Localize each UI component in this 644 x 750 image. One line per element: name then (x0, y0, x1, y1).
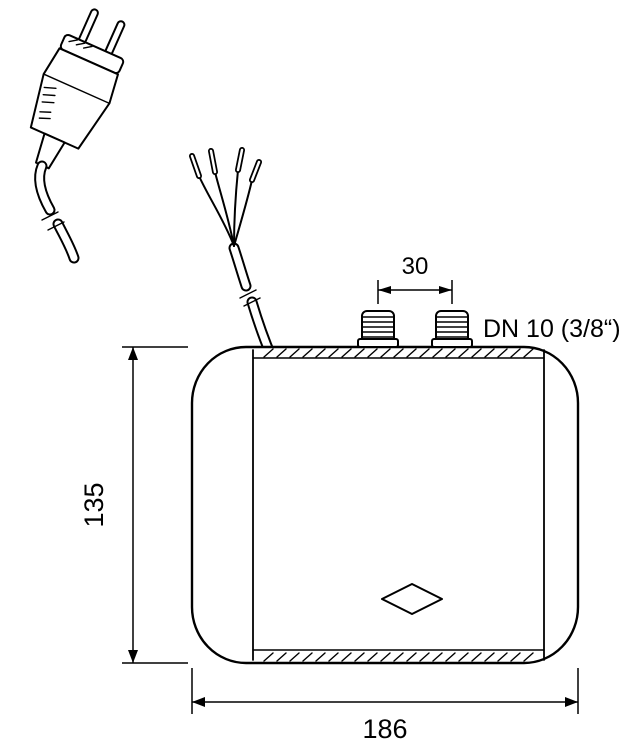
pipe-connection-left (357, 310, 399, 348)
cable-break-marks (239, 289, 261, 307)
pipe-left-flange (357, 338, 399, 348)
plug-pin-right (104, 20, 126, 56)
heater-outline (190, 345, 580, 665)
plug-seam-line (42, 73, 111, 105)
vent-band-bottom (252, 649, 545, 662)
plug-power-cable (34, 160, 80, 264)
pipe-spacing-extension-lines (377, 280, 453, 304)
width-arrow-right (565, 697, 578, 707)
plug-cable-segment-upper-core (36, 162, 54, 214)
wire-2-bare-end-core (209, 149, 217, 174)
wire-3-bare-end-core (236, 148, 244, 172)
wire-1 (198, 175, 235, 247)
pipe-spacing-arrow-right (439, 286, 452, 294)
height-arrow-top (128, 347, 138, 360)
plug-cable-boot (34, 132, 66, 170)
pipe-spacing-arrow-left (378, 286, 391, 294)
plug-pin-left (78, 8, 99, 44)
dim-label-width: 186 (362, 714, 407, 744)
dim-label-height: 135 (79, 482, 109, 527)
cable-sheath-upper-core (230, 244, 250, 290)
pipe-connection-right (431, 310, 473, 348)
wire-1-bare-end-core (190, 154, 201, 178)
width-extension-lines (191, 668, 579, 714)
stripped-connection-cable (189, 147, 278, 364)
wire-2 (214, 171, 235, 247)
plug-cable-break-marks (41, 211, 65, 231)
dimension-width: 186 (191, 668, 579, 744)
plug-face-hatching (68, 39, 93, 49)
pipe-right-flange (431, 338, 473, 348)
dimension-height: 135 (79, 346, 188, 664)
plug-cable-segment-lower-core (54, 220, 78, 262)
wire-4 (233, 179, 253, 247)
vent-slots-bottom (263, 652, 534, 662)
wire-3 (233, 169, 239, 247)
connection-size-label: DN 10 (3/8“) (483, 315, 621, 343)
power-plug (29, 8, 126, 170)
heater-body (190, 345, 580, 665)
dimension-pipe-spacing: 30 (377, 253, 453, 304)
wire-4-bare-end-core (250, 160, 261, 182)
plug-grip-hatching (38, 86, 57, 120)
width-arrow-left (192, 697, 205, 707)
vent-slots-top (263, 348, 534, 358)
diamond-logo (381, 583, 443, 615)
pipe-left-threads (361, 316, 395, 338)
dim-label-pipe-spacing: 30 (402, 253, 429, 280)
height-arrow-bottom (128, 650, 138, 663)
vent-band-top (252, 348, 545, 359)
pipe-right-threads (435, 316, 469, 338)
height-extension-lines (122, 346, 188, 664)
